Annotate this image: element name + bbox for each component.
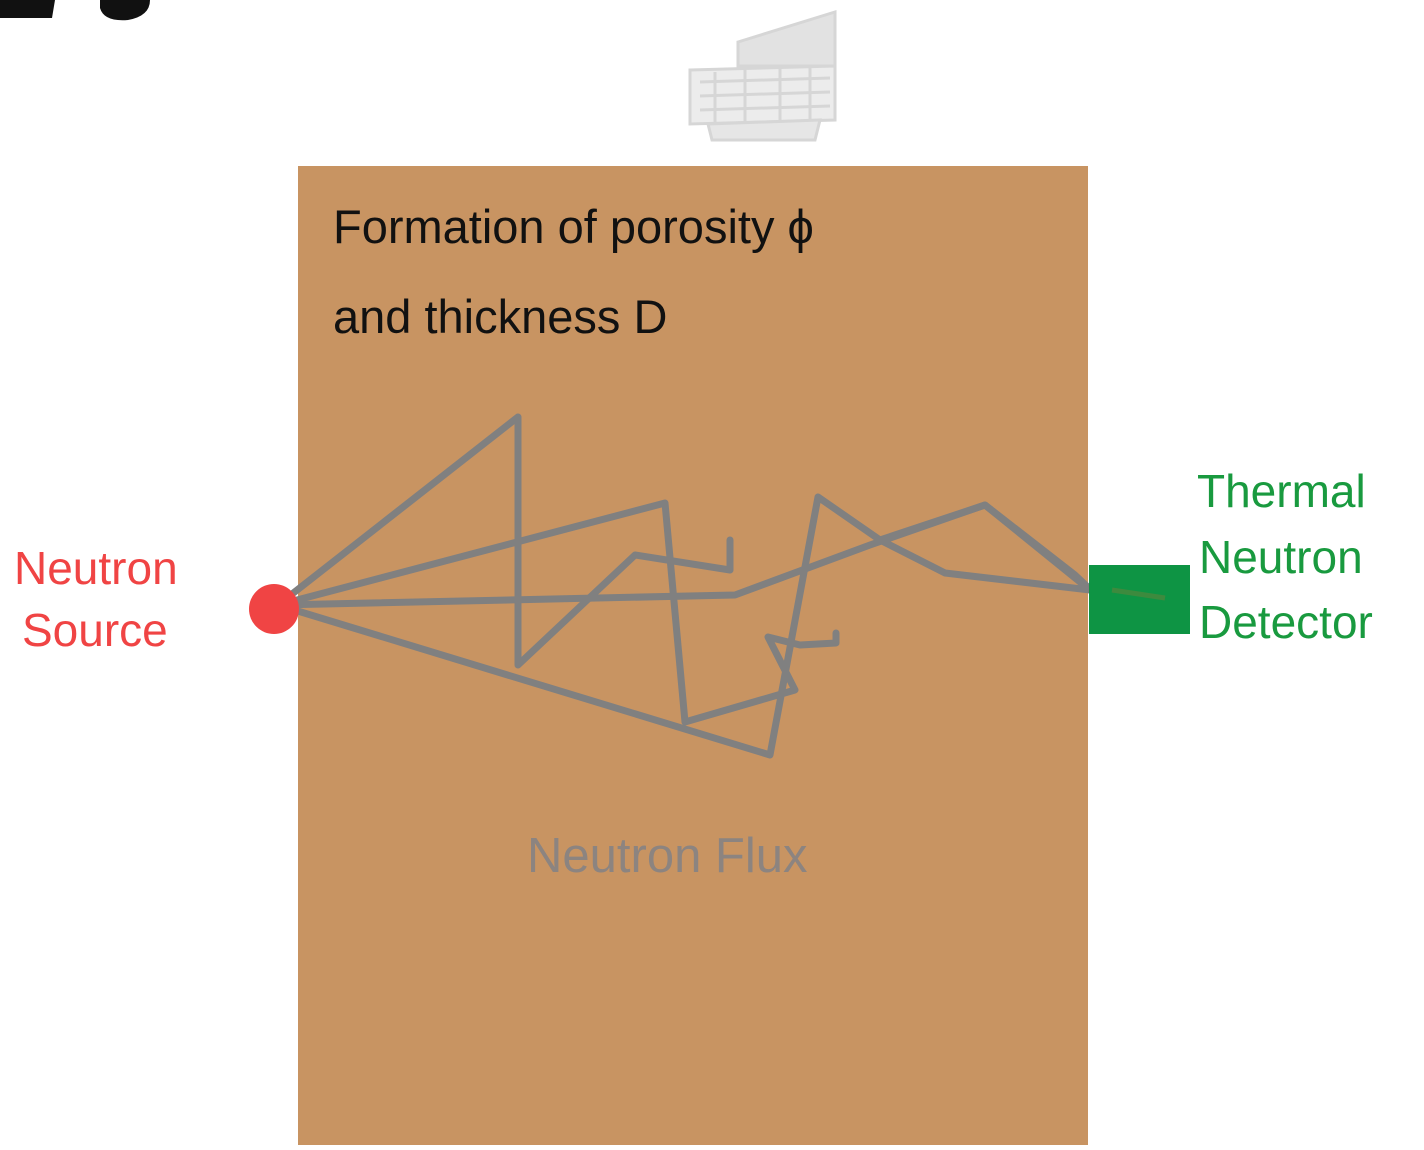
- neutron-source-dot: [249, 584, 299, 634]
- neutron-path-upper: [876, 536, 1094, 594]
- detector-label-line2: Neutron: [1199, 531, 1363, 583]
- formation-block: [298, 166, 1088, 1145]
- detector-path-trace: [1111, 587, 1166, 601]
- detector-label-line3: Detector: [1199, 596, 1373, 648]
- neutron-path: [274, 413, 1114, 759]
- drilling-rig-icon: [688, 9, 837, 142]
- detector-label-line1: Thermal: [1197, 465, 1366, 517]
- formation-label-line2: and thickness D: [333, 290, 667, 343]
- cropped-title-fragment: [0, 0, 55, 18]
- neutron-path-long: [274, 501, 1094, 609]
- source-label-line2: Source: [22, 604, 168, 656]
- thermal-neutron-detector: [1089, 565, 1190, 634]
- formation-label-line1: Formation of porosity ϕ: [333, 200, 814, 253]
- source-label-line1: Neutron: [14, 542, 178, 594]
- neutron-flux-label: Neutron Flux: [527, 829, 808, 883]
- cropped-title-fragment-2: [100, 0, 150, 21]
